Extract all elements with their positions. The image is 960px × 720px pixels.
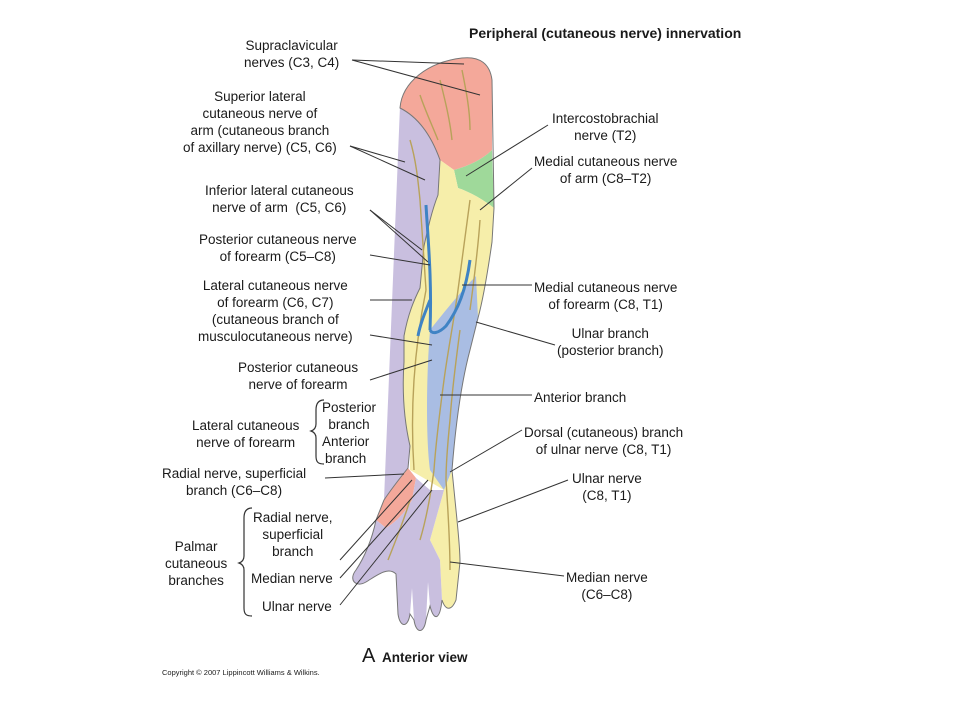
- region-supraclavicular: [400, 57, 492, 170]
- label-supraclavicular: Supraclavicular nerves (C3, C4): [244, 38, 340, 70]
- label-palmar-median: Median nerve: [251, 571, 333, 586]
- label-superior-lateral: Superior lateral cutaneous nerve of arm …: [183, 89, 337, 155]
- label-intercostobrachial: Intercostobrachial nerve (T2): [552, 111, 659, 143]
- label-median-nerve: Median nerve (C6–C8): [566, 570, 648, 602]
- brackets: [237, 399, 325, 617]
- arm-outline: [352, 57, 495, 631]
- label-radial-superficial: Radial nerve, superficial branch (C6–C8): [162, 466, 307, 498]
- label-lateral-forearm-top: Lateral cutaneous nerve of forearm (C6, …: [198, 278, 353, 344]
- label-posterior-forearm-mid: Posterior cutaneous nerve of forearm: [238, 360, 359, 392]
- label-ulnar-nerve: Ulnar nerve (C8, T1): [572, 471, 642, 503]
- label-palmar-radial: Radial nerve, superficial branch: [253, 510, 333, 559]
- leader-lines: [324, 59, 569, 606]
- label-medial-arm: Medial cutaneous nerve of arm (C8–T2): [534, 154, 678, 186]
- figure-title: Peripheral (cutaneous nerve) innervation: [469, 25, 742, 41]
- label-anterior-branch-left: Anterior branch: [322, 434, 370, 466]
- veins: [416, 204, 472, 337]
- label-dorsal-ulnar: Dorsal (cutaneous) branch of ulnar nerve…: [524, 425, 684, 457]
- label-posterior-branch: Posterior branch: [322, 400, 377, 432]
- label-inferior-lateral: Inferior lateral cutaneous nerve of arm …: [205, 183, 354, 215]
- label-lateral-forearm-group: Lateral cutaneous nerve of forearm: [192, 418, 300, 450]
- view-label: Anterior view: [382, 650, 468, 665]
- label-palmar-ulnar: Ulnar nerve: [262, 599, 332, 614]
- label-ulnar-branch: Ulnar branch (posterior branch): [557, 326, 664, 358]
- region-median-hand: [352, 478, 444, 631]
- region-ulnar-hand: [430, 470, 460, 609]
- region-superior-lateral: [384, 106, 440, 500]
- copyright-notice: Copyright © 2007 Lippincott Williams & W…: [162, 668, 320, 677]
- label-medial-forearm: Medial cutaneous nerve of forearm (C8, T…: [534, 280, 678, 312]
- label-palmar-group: Palmar cutaneous branches: [165, 539, 228, 588]
- view-letter: A: [362, 645, 376, 667]
- label-posterior-forearm-top: Posterior cutaneous nerve of forearm (C5…: [199, 232, 357, 264]
- label-anterior-branch-right: Anterior branch: [534, 390, 627, 405]
